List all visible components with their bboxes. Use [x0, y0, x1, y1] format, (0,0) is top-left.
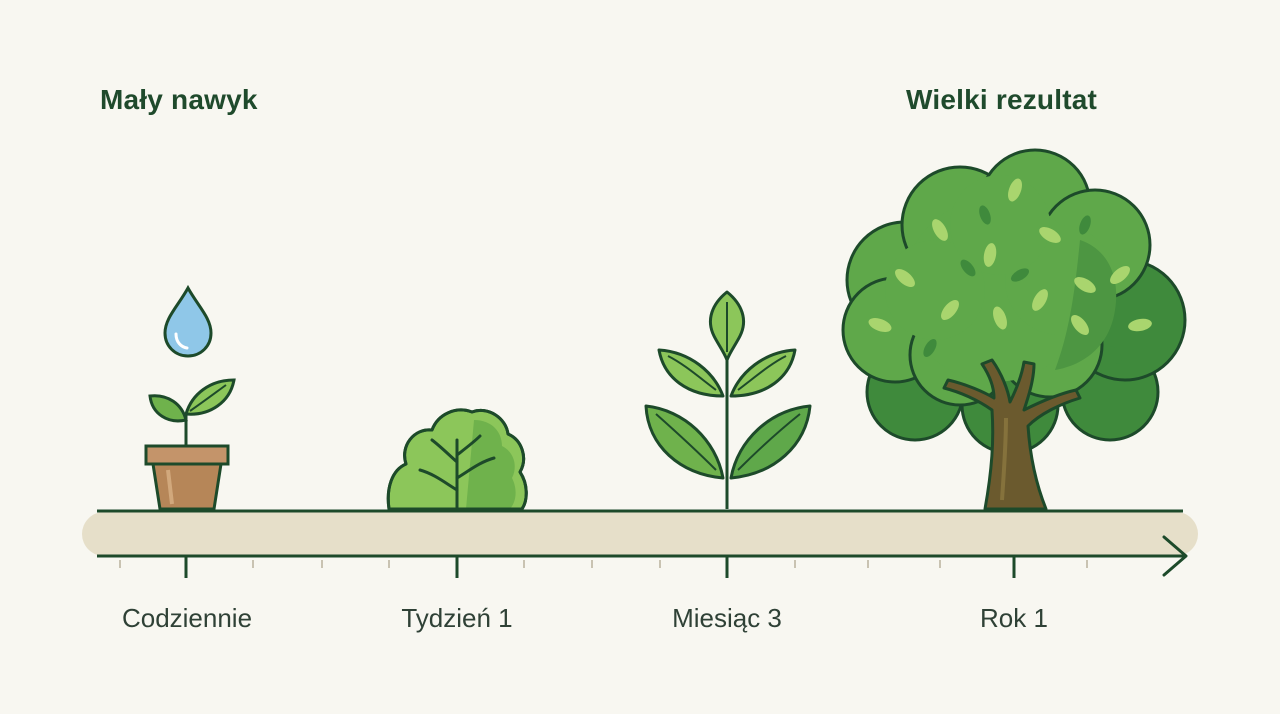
young-plant-icon — [644, 290, 812, 509]
large-tree-icon — [841, 148, 1187, 511]
small-bush-icon — [386, 408, 528, 511]
small-habit-title: Mały nawyk — [100, 84, 258, 115]
big-result-title: Wielki rezultat — [906, 84, 1098, 115]
stage-label-month-3: Miesiąc 3 — [672, 603, 782, 633]
arrow-head-icon — [1162, 535, 1188, 577]
potted-sprout-icon — [144, 378, 236, 511]
stage-label-daily: Codziennie — [121, 603, 253, 633]
stage-label-week-1: Tydzień 1 — [401, 603, 513, 633]
timeline-band — [82, 512, 1198, 556]
minor-ticks — [119, 560, 1088, 568]
major-ticks — [184, 557, 1016, 578]
timeline — [82, 509, 1198, 578]
water-drop-icon — [163, 284, 213, 358]
stage-label-year-1: Rok 1 — [980, 603, 1048, 633]
